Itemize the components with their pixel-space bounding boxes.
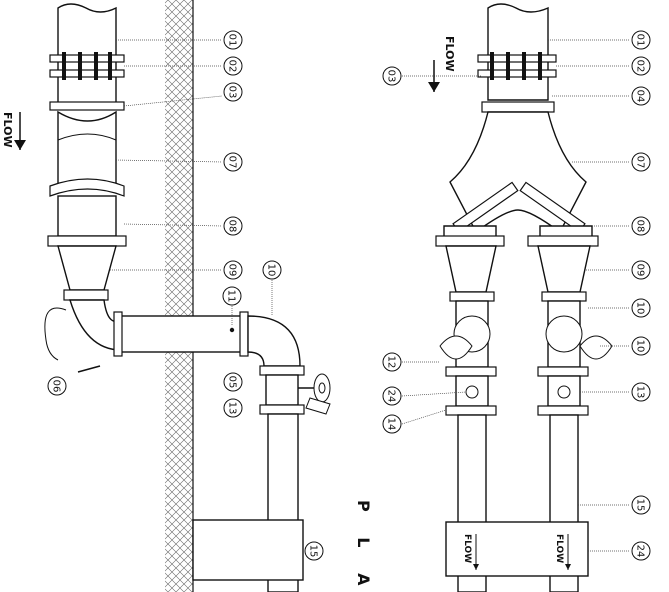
callout-r08: 08 <box>635 220 646 233</box>
callout-r14: 14 <box>386 418 397 431</box>
callout-15: 15 <box>308 545 319 558</box>
flow-arrow-icon <box>565 534 571 570</box>
callout-r24a: 24 <box>386 390 397 403</box>
left-callouts: 01 02 03 07 08 09 10 11 05 13 06 15 FLOW <box>1 30 324 561</box>
flow-label-bottom-left: FLOW <box>462 534 472 563</box>
callout-05: 05 <box>227 376 238 389</box>
callout-07: 07 <box>227 156 238 169</box>
flow-label-left: FLOW <box>1 112 14 148</box>
callout-10: 10 <box>266 264 277 277</box>
callout-02: 02 <box>227 60 238 73</box>
valve-handwheel-icon <box>298 373 331 415</box>
callout-r04: 04 <box>635 90 646 103</box>
flow-label-bottom-right: FLOW <box>554 534 564 563</box>
concrete-wall <box>165 0 194 592</box>
flow-arrow-icon <box>473 534 479 570</box>
left-pipe-assembly <box>44 3 331 592</box>
callout-r02: 02 <box>635 60 646 73</box>
right-callouts: 01 02 04 03 07 08 09 10 10 12 13 24 14 1… <box>382 30 651 570</box>
callout-r24b: 24 <box>635 545 646 558</box>
callout-08: 08 <box>227 220 238 233</box>
callout-r12: 12 <box>386 356 397 369</box>
callout-13: 13 <box>227 402 238 415</box>
callout-09: 09 <box>227 264 238 277</box>
callout-11: 11 <box>226 290 237 303</box>
plan-title: P L A <box>354 500 373 592</box>
callout-r01: 01 <box>635 34 646 47</box>
callout-r13: 13 <box>635 386 646 399</box>
flow-arrow-icon <box>14 112 26 150</box>
flow-label-right-top: FLOW <box>443 36 456 72</box>
callout-r07: 07 <box>635 156 646 169</box>
callout-r10a: 10 <box>635 302 646 315</box>
callout-r09: 09 <box>635 264 646 277</box>
callout-03: 03 <box>227 86 238 99</box>
callout-06: 06 <box>51 380 62 393</box>
flow-arrow-icon <box>428 60 440 92</box>
callout-01: 01 <box>227 34 238 47</box>
callout-r03: 03 <box>386 70 397 83</box>
right-pipe-assembly <box>435 3 613 592</box>
callout-r15: 15 <box>635 499 646 512</box>
butterfly-valve-icon <box>439 300 613 368</box>
callout-r10b: 10 <box>635 340 646 353</box>
